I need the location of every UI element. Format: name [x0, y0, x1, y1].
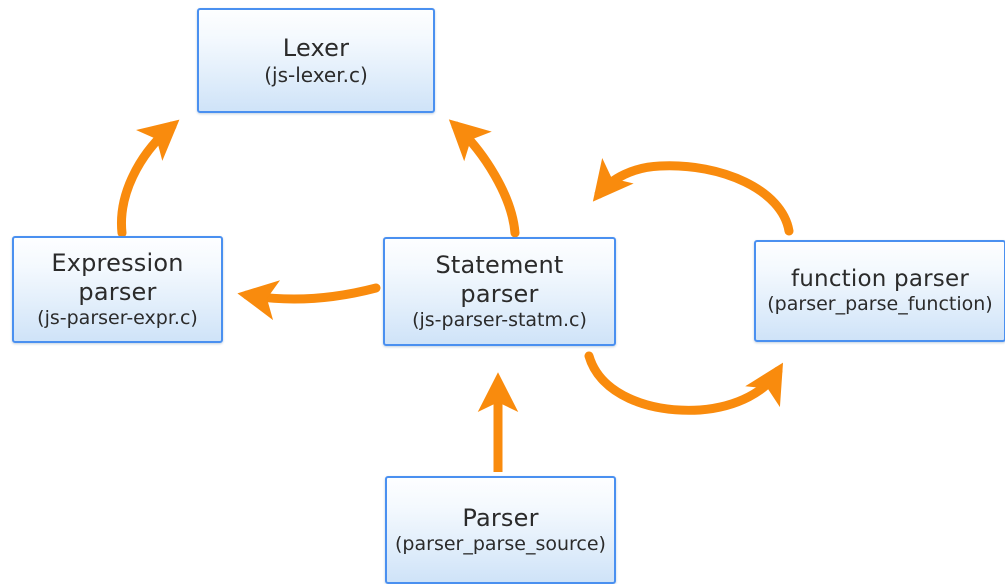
- node-expression-parser-title-line2: parser: [78, 277, 157, 306]
- edge-statement-to-function: [584, 351, 784, 415]
- node-parser[interactable]: Parser (parser_parse_source): [385, 476, 616, 584]
- node-function-parser-title: function parser: [790, 266, 969, 293]
- node-function-parser[interactable]: function parser (parser_parse_function): [754, 240, 1005, 342]
- node-lexer[interactable]: Lexer (js-lexer.c): [197, 8, 435, 113]
- node-lexer-title: Lexer: [282, 33, 350, 62]
- node-statement-parser-title-line2: parser: [460, 279, 539, 308]
- node-expression-parser-subtitle: (js-parser-expr.c): [37, 307, 198, 330]
- node-parser-subtitle: (parser_parse_source): [395, 533, 606, 556]
- node-statement-parser-title: Statement: [435, 250, 564, 279]
- node-function-parser-subtitle: (parser_parse_function): [767, 293, 993, 316]
- edge-expression-to-lexer: [116, 119, 180, 238]
- edge-statement-to-expression: [237, 280, 381, 321]
- node-statement-parser-subtitle: (js-parser-statm.c): [412, 309, 587, 332]
- edge-statement-to-lexer: [448, 119, 520, 238]
- node-expression-parser[interactable]: Expression parser (js-parser-expr.c): [12, 236, 223, 343]
- node-statement-parser[interactable]: Statement parser (js-parser-statm.c): [383, 237, 616, 346]
- node-expression-parser-title: Expression: [51, 248, 184, 277]
- edge-function-to-statement: [592, 157, 794, 236]
- node-parser-title: Parser: [462, 503, 539, 532]
- node-lexer-subtitle: (js-lexer.c): [264, 62, 368, 87]
